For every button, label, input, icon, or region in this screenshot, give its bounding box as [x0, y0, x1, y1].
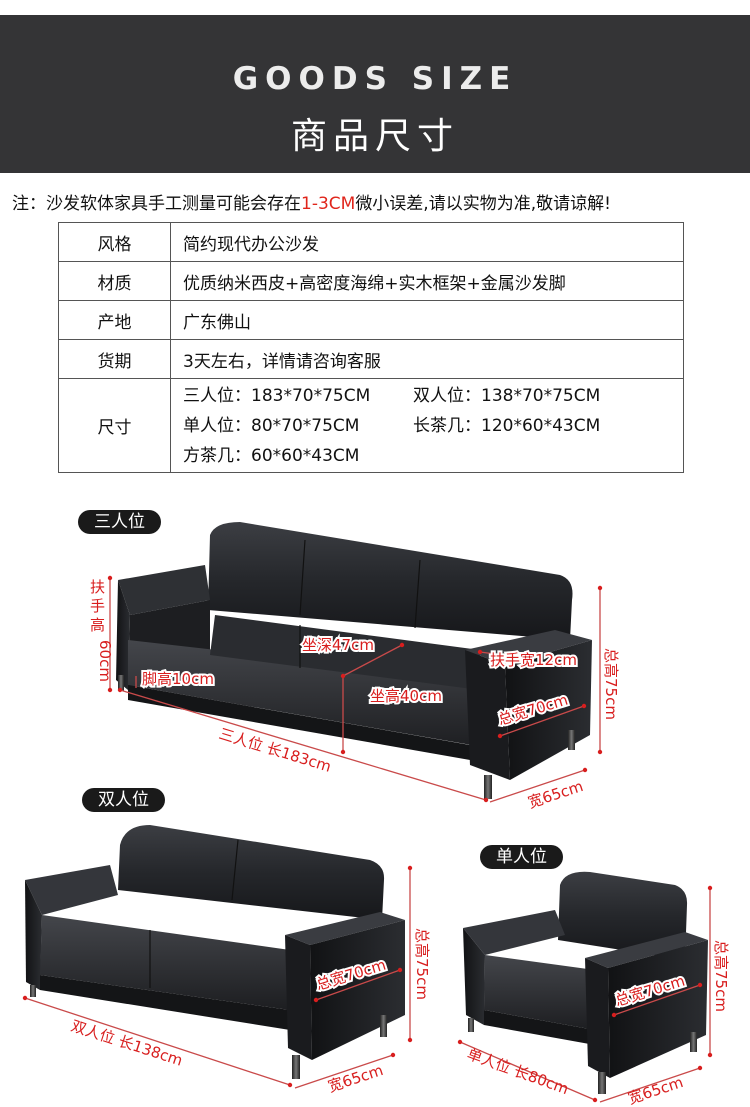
one-seat-backrest: [558, 871, 688, 960]
three-seat-backrest: [208, 522, 573, 640]
three-seat-armrest-height-4: 60cm: [96, 640, 114, 682]
size-item: 单人位：80*70*75CM: [183, 415, 360, 436]
note-suffix: 微小误差,请以实物为准,敬请谅解!: [355, 194, 611, 214]
three-seat-dim-lines: [109, 578, 601, 803]
two-seat-cushion: [40, 915, 290, 1010]
row-value: 优质纳米西皮+高密度海绵+实木框架+金属沙发脚: [170, 261, 684, 301]
table-row: 材质 优质纳米西皮+高密度海绵+实木框架+金属沙发脚: [58, 261, 684, 301]
row-key: 尺寸: [58, 378, 171, 473]
title-chinese: 商品尺寸: [290, 116, 459, 157]
size-item: 方茶几：60*60*43CM: [183, 445, 360, 466]
table-row: 货期 3天左右，详情请咨询客服: [58, 339, 684, 379]
three-seat-seat-depth: 坐深47cm: [302, 636, 374, 654]
measurement-note: 注：沙发软体家具手工测量可能会存在1-3CM微小误差,请以实物为准,敬请谅解!: [12, 189, 748, 214]
three-seat-total-height: 总高75cm: [602, 648, 620, 720]
one-seat-sofa: [463, 871, 708, 1094]
tag-three-seat: 三人位: [78, 510, 161, 534]
row-value: 简约现代办公沙发: [170, 222, 684, 262]
two-seat-backrest: [118, 825, 385, 920]
table-row-size: 尺寸 三人位：183*70*75CM 双人位：138*70*75CM 单人位：8…: [58, 378, 684, 473]
row-value: 3天左右，详情请咨询客服: [170, 339, 684, 379]
row-value-sizes: 三人位：183*70*75CM 双人位：138*70*75CM 单人位：80*7…: [170, 378, 684, 473]
one-seat-cushion: [484, 955, 595, 1030]
two-seat-dim-lines: [24, 868, 411, 1089]
note-highlight: 1-3CM: [301, 194, 356, 214]
size-item: 双人位：138*70*75CM: [413, 385, 601, 406]
one-seat-length: 单人位 长80cm: [465, 1045, 571, 1098]
three-seat-armrest-height-3: 高: [90, 616, 105, 634]
two-seat-total-height: 总高75cm: [413, 928, 431, 1000]
three-seat-width: 宽65cm: [526, 777, 586, 812]
three-seat-seat-height: 坐高40cm: [370, 687, 442, 705]
tag-one-seat: 单人位: [480, 845, 563, 869]
tag-two-seat: 双人位: [82, 788, 165, 812]
row-key: 材质: [58, 261, 171, 301]
size-item: 长茶几：120*60*43CM: [413, 415, 601, 436]
spec-table: 风格 简约现代办公沙发 材质 优质纳米西皮+高密度海绵+实木框架+金属沙发脚 产…: [58, 222, 684, 473]
one-seat-dim-lines: [459, 888, 711, 1103]
one-seat-width: 宽65cm: [626, 1073, 686, 1107]
three-seat-sofa: [116, 522, 592, 799]
two-seat-length: 双人位 长138cm: [69, 1017, 185, 1070]
note-prefix: 注：沙发软体家具手工测量可能会存在: [12, 194, 301, 214]
header-banner: GOODS SIZE 商品尺寸: [0, 15, 750, 173]
three-seat-armrest-height-1: 扶: [90, 578, 105, 596]
three-seat-cushion: [128, 640, 500, 750]
three-seat-foot-height: 脚高10cm: [142, 670, 214, 688]
three-seat-armrest-height-2: 手: [90, 597, 105, 615]
table-row: 风格 简约现代办公沙发: [58, 222, 684, 262]
three-seat-armrest-width: 扶手宽12cm: [490, 651, 577, 669]
title-english: GOODS SIZE: [232, 61, 518, 97]
two-seat-width: 宽65cm: [326, 1061, 386, 1096]
size-item: 三人位：183*70*75CM: [183, 385, 371, 406]
two-seat-sofa: [25, 825, 405, 1079]
one-seat-total-height: 总高75cm: [712, 940, 730, 1012]
